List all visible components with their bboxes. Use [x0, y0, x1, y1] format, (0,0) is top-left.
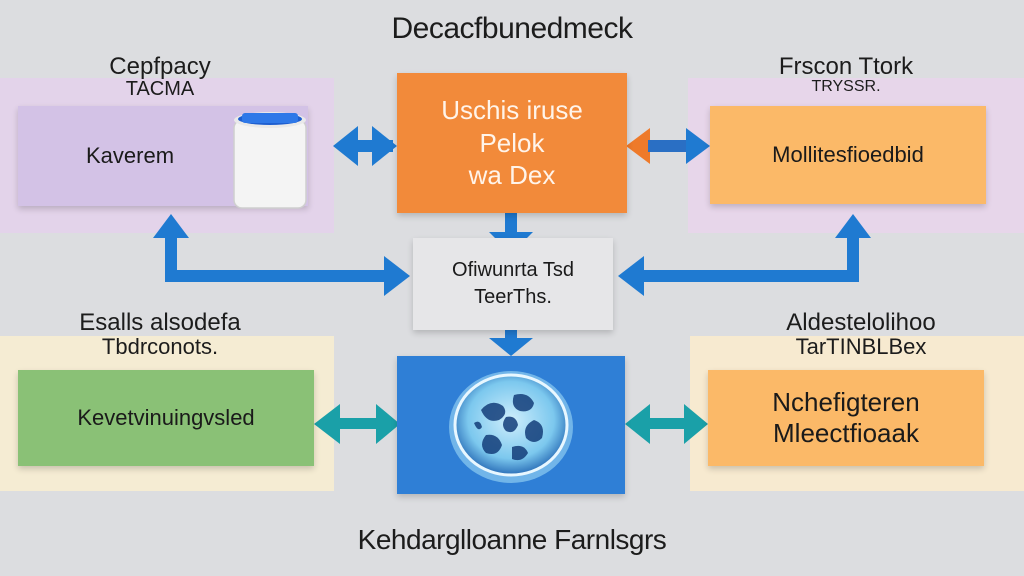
top-center-line2: Pelok [479, 127, 545, 158]
bottom-left-label-line2: Tbdrconots. [101, 334, 219, 360]
diagram-footer: Kehdarglloanne Farnlsgrs [357, 524, 667, 555]
bottom-center-box [397, 356, 625, 494]
arrow-middle-down [489, 330, 533, 356]
bottom-right-label-line1: Aldestelolihoo [786, 309, 936, 336]
petri-dish-icon [449, 371, 573, 483]
top-right-box-text: Mollitesfioedbid [772, 142, 924, 167]
top-left-label: Cepfpacy TACMA [80, 54, 240, 100]
bottom-right-line1: Nchefigteren [772, 386, 920, 417]
arrow-bottom-left-center [314, 404, 400, 444]
bottom-right-label: Aldestelolihoo TarTINBLBex [756, 310, 966, 358]
diagram-title: Decacfbunedmeck [391, 12, 633, 45]
top-center-line1: Uschis iruse [441, 95, 583, 126]
bottom-left-label-line1: Esalls alsodefa [79, 309, 241, 336]
middle-center-line2: TeerThs. [474, 286, 552, 308]
top-right-label: Frscon Ttork TRYSSR. [746, 54, 946, 96]
arrow-top-center-right [626, 128, 710, 164]
top-right-label-line1: Frscon Ttork [778, 53, 914, 80]
arrow-right-elbow [618, 214, 871, 296]
middle-center-box: Ofiwunrta Tsd TeerThs. [413, 238, 613, 330]
container-icon [232, 110, 308, 210]
top-left-label-line2: TACMA [125, 78, 195, 101]
bottom-left-label: Esalls alsodefa Tbdrconots. [40, 310, 280, 358]
middle-center-line1: Ofiwunrta Tsd [452, 259, 574, 281]
top-left-box-text: Kaverem [86, 143, 175, 168]
top-left-label-line1: Cepfpacy [109, 53, 211, 80]
arrow-left-elbow [153, 214, 410, 296]
bottom-left-box-text: Kevetvinuingvsled [77, 405, 255, 430]
top-right-box: Mollitesfioedbid [710, 106, 986, 204]
top-center-line3: wa Dex [468, 160, 556, 191]
arrow-top-left-center [333, 126, 397, 166]
arrow-bottom-center-right [625, 404, 708, 444]
top-right-label-line2: TRYSSR. [811, 78, 881, 96]
bottom-right-box: Nchefigteren Mleectfioaak [708, 370, 984, 466]
top-center-box: Uschis iruse Pelok wa Dex [397, 73, 627, 213]
bottom-left-box: Kevetvinuingvsled [18, 370, 314, 466]
bottom-right-line2: Mleectfioaak [773, 418, 919, 448]
bottom-right-label-line2: TarTINBLBex [795, 334, 927, 360]
